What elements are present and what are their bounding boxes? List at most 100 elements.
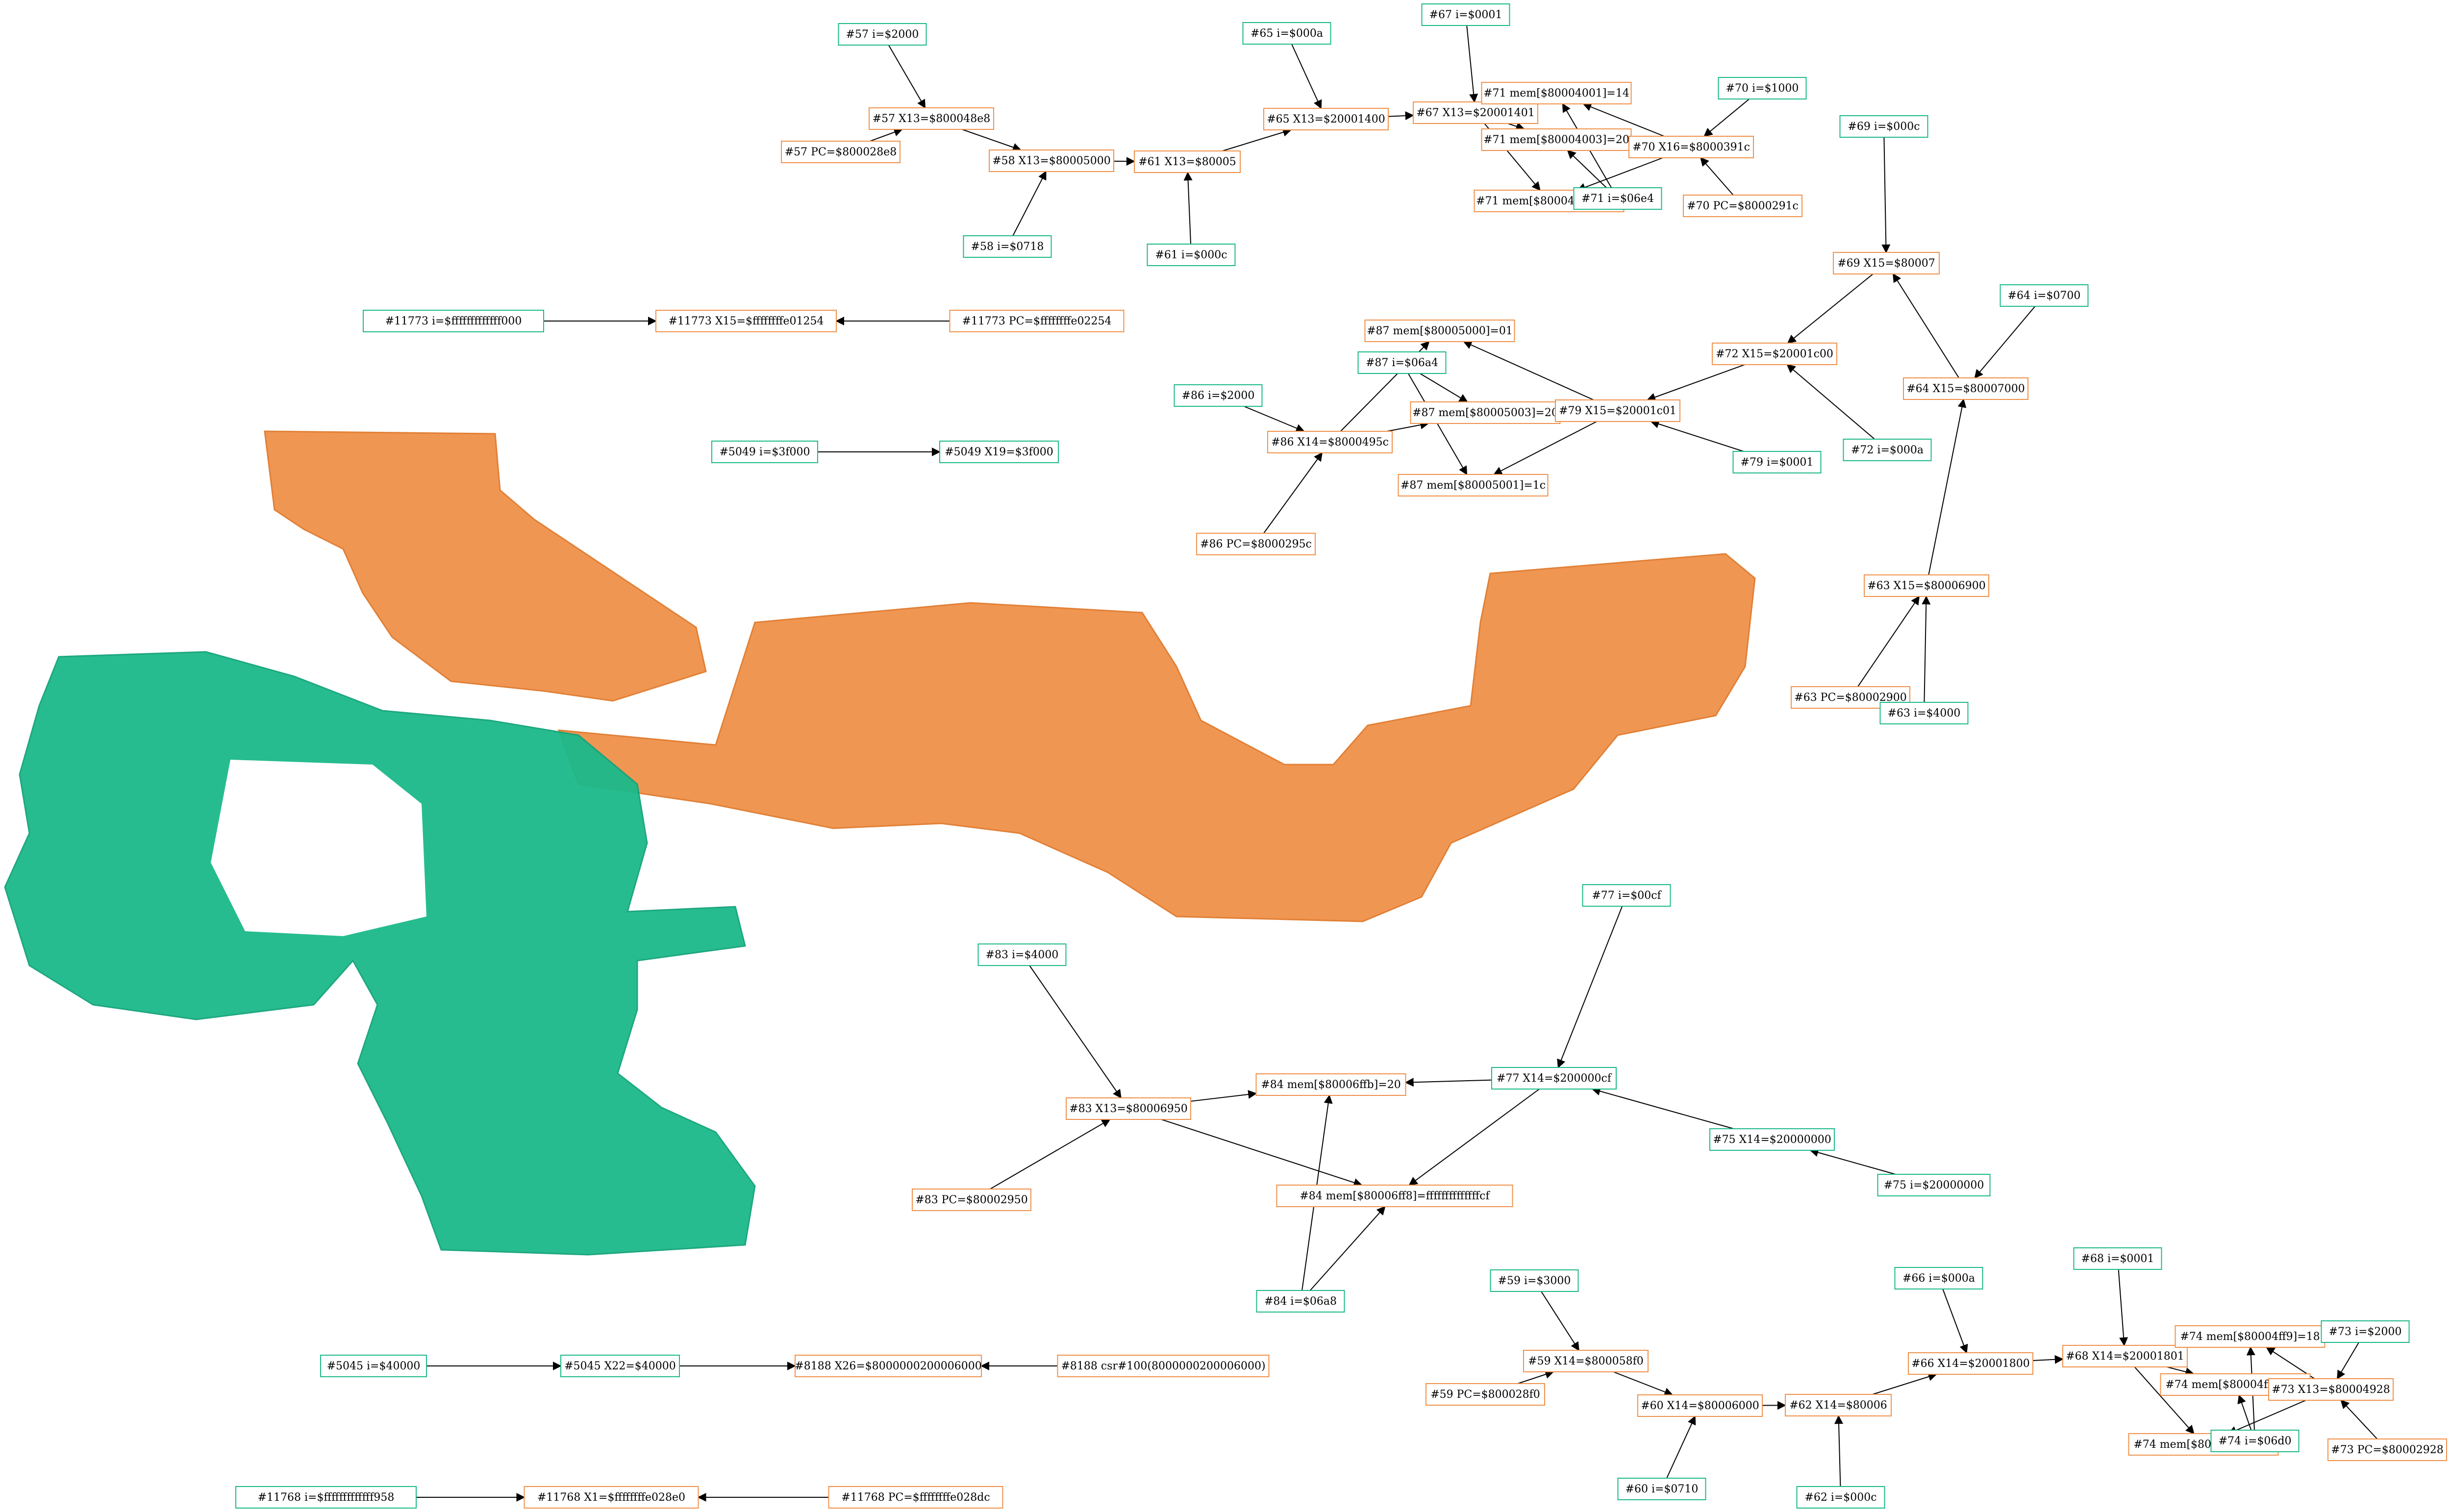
graph-node-n63x: #63 X15=$80006900 — [1864, 574, 1989, 597]
node-label: #87 mem[$80005000]=01 — [1367, 325, 1513, 337]
node-label: #73 i=$2000 — [2329, 1326, 2402, 1338]
node-box — [1908, 1352, 2033, 1375]
node-box — [2321, 1320, 2410, 1343]
graph-node-n11773x: #11773 X15=$ffffffffe01254 — [655, 310, 837, 332]
node-box — [2210, 1430, 2300, 1452]
node-label: #67 i=$0001 — [1429, 9, 1502, 21]
graph-node-n64x: #64 X15=$80007000 — [1903, 377, 2028, 400]
graph-node-n11773i: #11773 i=$fffffffffffff000 — [363, 310, 544, 332]
node-label: #5045 X22=$40000 — [564, 1360, 676, 1372]
node-label: #68 i=$0001 — [2081, 1253, 2154, 1265]
edge-n83pc-to-n83x — [990, 1119, 1111, 1190]
node-label: #63 X15=$80006900 — [1867, 580, 1985, 592]
node-box — [1617, 1478, 1706, 1500]
node-box — [1481, 82, 1632, 104]
node-box — [1877, 1174, 1991, 1196]
node-label: #84 i=$06a8 — [1264, 1295, 1337, 1308]
graph-node-n72i: #72 i=$000a — [1843, 439, 1932, 461]
node-label: #5045 i=$40000 — [327, 1360, 421, 1372]
node-label: #72 i=$000a — [1851, 444, 1924, 456]
node-box — [989, 149, 1114, 172]
node-box — [1709, 1128, 1835, 1151]
node-label: #70 i=$1000 — [1726, 82, 1799, 95]
node-label: #65 X13=$20001400 — [1267, 113, 1385, 125]
node-label: #60 X14=$80006000 — [1641, 1400, 1759, 1412]
edge-n62i-to-n62x — [1834, 1415, 1844, 1487]
node-label: #74 mem[$80004ff9]=18 — [2180, 1331, 2320, 1343]
node-box — [1267, 431, 1393, 453]
node-box — [2000, 284, 2089, 307]
node-label: #63 PC=$80002900 — [1794, 692, 1906, 704]
node-label: #75 i=$20000000 — [1884, 1179, 1984, 1191]
graph-node-n5045i: #5045 i=$40000 — [320, 1355, 427, 1377]
node-label: #86 PC=$8000295c — [1200, 538, 1312, 550]
graph-node-n67i: #67 i=$0001 — [1421, 3, 1510, 26]
edge-n59i-to-n59x — [1541, 1291, 1579, 1351]
node-box — [1263, 108, 1389, 130]
node-box — [1057, 1355, 1270, 1377]
graph-node-n11768x: #11768 X1=$ffffffffe028e0 — [524, 1486, 699, 1509]
graph-node-n70x: #70 X16=$8000391c — [1628, 136, 1754, 158]
edge-n68i-to-n68x — [2118, 1269, 2128, 1346]
graph-node-n69i: #69 i=$000c — [1839, 115, 1928, 138]
graph-node-n70pc: #70 PC=$8000291c — [1683, 195, 1802, 217]
orange-cluster-center — [557, 553, 1756, 922]
graph-node-n57x: #57 X13=$800048e8 — [869, 107, 994, 130]
edge-n83i-to-n83x — [1029, 965, 1122, 1099]
edge-n86pc-to-n86x — [1263, 452, 1323, 534]
graph-node-n60i: #60 i=$0710 — [1617, 1478, 1706, 1500]
node-box — [1134, 150, 1241, 173]
graph-node-n66x: #66 X14=$20001800 — [1908, 1352, 2033, 1375]
edge-n70pc-to-n70x — [1700, 157, 1734, 196]
edge-n64i-to-n64x — [1974, 306, 2036, 379]
node-label: #67 X13=$20001401 — [1416, 107, 1534, 119]
node-label: #84 mem[$80006ffb]=20 — [1261, 1079, 1401, 1091]
graph-node-n70i: #70 i=$1000 — [1718, 77, 1807, 99]
node-label: #8188 X26=$8000000200006000 — [795, 1360, 981, 1372]
node-label: #79 X15=$20001c01 — [1559, 405, 1676, 417]
edge-n67x-to-n71m3 — [1507, 122, 1525, 131]
node-label: #74 i=$06d0 — [2219, 1435, 2292, 1447]
graph-node-n5049x: #5049 X19=$3f000 — [939, 441, 1059, 463]
node-label: #61 i=$000c — [1155, 249, 1227, 261]
graph-node-n59pc: #59 PC=$800028f0 — [1426, 1383, 1545, 1406]
node-box — [2327, 1438, 2447, 1461]
node-box — [2175, 1325, 2326, 1348]
node-box — [711, 441, 818, 463]
node-box — [2073, 1247, 2162, 1270]
graph-node-n5049i: #5049 i=$3f000 — [711, 441, 818, 463]
graph-node-n60x: #60 X14=$80006000 — [1637, 1394, 1763, 1417]
node-box — [1833, 252, 1940, 274]
node-label: #73 PC=$80002928 — [2331, 1444, 2443, 1456]
graph-node-n68x: #68 X14=$20001801 — [2062, 1345, 2188, 1367]
graph-node-n77x: #77 X14=$200000cf — [1491, 1067, 1617, 1090]
edge-n64x-to-n69x — [1892, 273, 1959, 378]
node-box — [939, 441, 1059, 463]
teal-cluster-left — [4, 651, 756, 1256]
edge-n62x-to-n66x — [1872, 1372, 1937, 1395]
node-box — [1683, 195, 1802, 217]
graph-node-n67x: #67 X13=$20001401 — [1413, 101, 1538, 124]
graph-node-n86x: #86 X14=$8000495c — [1267, 431, 1393, 453]
graph-node-n84mfb: #84 mem[$80006ffb]=20 — [1255, 1073, 1406, 1096]
edge-n77i-to-n77x — [1557, 906, 1623, 1068]
graph-node-n83x: #83 X13=$80006950 — [1066, 1097, 1191, 1120]
edge-n63pc-to-n63x — [1857, 595, 1920, 687]
node-box — [1413, 101, 1538, 124]
node-label: #77 X14=$200000cf — [1497, 1072, 1612, 1085]
node-label: #59 i=$3000 — [1498, 1275, 1571, 1287]
node-label: #83 PC=$80002950 — [915, 1194, 1027, 1206]
node-box — [1903, 377, 2028, 400]
graph-node-n73i: #73 i=$2000 — [2321, 1320, 2410, 1343]
node-box — [963, 235, 1052, 258]
edge-n59x-to-n60x — [1613, 1371, 1674, 1396]
node-box — [828, 1486, 1003, 1509]
node-box — [1066, 1097, 1191, 1120]
node-label: #5049 X19=$3f000 — [945, 446, 1053, 458]
edge-n73i-to-n73x — [2337, 1342, 2359, 1380]
node-box — [1147, 244, 1236, 266]
graph-node-n61x: #61 X13=$80005 — [1134, 150, 1241, 173]
node-box — [1196, 533, 1316, 555]
edge-n70x-to-n71m0 — [1576, 157, 1663, 192]
node-label: #86 X14=$8000495c — [1271, 436, 1389, 448]
